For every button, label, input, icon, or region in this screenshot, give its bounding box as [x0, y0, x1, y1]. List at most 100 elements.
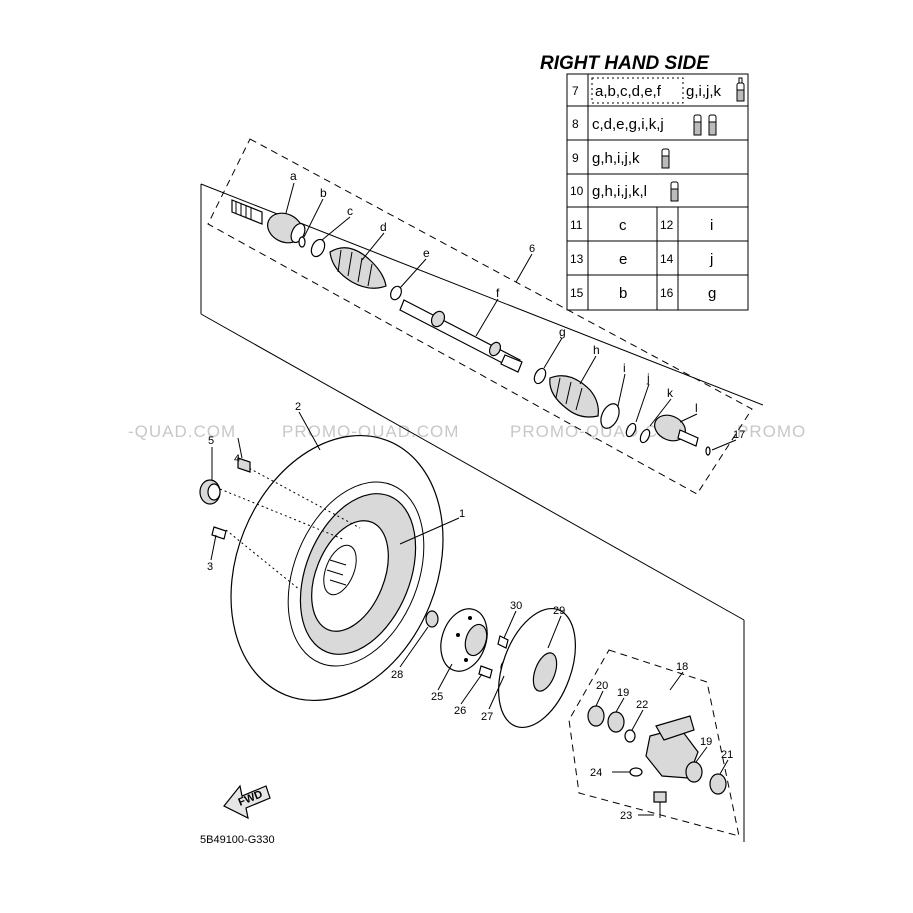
label-i: i — [623, 361, 626, 375]
reference-table: RIGHT HAND SIDE 7 a,b,c,d,e,f g,i,j,k 8 … — [540, 53, 749, 311]
table-row-num: 7 — [572, 84, 579, 98]
hub-25 — [440, 608, 488, 672]
label-b: b — [320, 186, 327, 200]
label-l: l — [695, 401, 698, 415]
table-row-text-2: g,i,j,k — [686, 83, 722, 100]
watermark: -QUAD.COM PROMO-QUAD.COM PROMO-QUAD.COM … — [128, 422, 806, 441]
leader-lines — [210, 182, 737, 816]
spacer-22 — [624, 729, 636, 743]
circlip-k — [639, 428, 651, 444]
drive-shaft-assembly — [231, 199, 711, 456]
callout-26: 26 — [454, 705, 466, 717]
table-row-text: g,h,i,j,k — [592, 150, 640, 167]
callout-19-right: 19 — [700, 736, 712, 748]
axle-shaft-f — [399, 299, 523, 373]
wheel-rim-1 — [299, 493, 417, 655]
bolt-30 — [497, 635, 509, 649]
label-f: f — [496, 286, 500, 300]
boot-band-g — [533, 367, 547, 385]
boot-band-c — [310, 238, 326, 258]
valve-3 — [211, 526, 227, 540]
callout-3: 3 — [207, 561, 213, 573]
circlip-24 — [629, 767, 643, 777]
callout-5: 5 — [208, 435, 214, 447]
callout-25: 25 — [431, 691, 443, 703]
grease-tube-icon — [693, 114, 702, 136]
bearing-group-box — [568, 649, 740, 837]
callout-24: 24 — [590, 767, 602, 779]
callout-18: 18 — [676, 661, 688, 673]
label-j: j — [646, 371, 650, 385]
callout-23: 23 — [620, 810, 632, 822]
bearing-19-right — [685, 761, 703, 783]
table-pair-value: e — [619, 251, 627, 268]
diagram-code: 5B49100-G330 — [200, 834, 275, 846]
bearing-19-left — [607, 711, 625, 733]
watermark-text-2: PROMO-QUAD.COM — [282, 422, 459, 441]
callout-2: 2 — [295, 401, 301, 413]
table-pair-value: j — [709, 251, 713, 268]
callout-22: 22 — [636, 699, 648, 711]
callout-28: 28 — [391, 669, 403, 681]
table-pair-num: 15 — [570, 286, 584, 300]
table-pair-value: i — [710, 217, 713, 234]
watermark-text-4: PROMO — [737, 422, 806, 441]
clip-j — [625, 422, 637, 438]
drive-shaft-group-box — [207, 138, 753, 495]
callout-29: 29 — [553, 605, 565, 617]
label-h: h — [593, 343, 600, 357]
seal-21 — [709, 773, 727, 795]
ball-joint-23 — [653, 791, 667, 818]
boot-band-i — [600, 403, 620, 429]
table-pair-num: 12 — [660, 218, 674, 232]
label-e: e — [423, 246, 430, 260]
table-row-text: a,b,c,d,e,f — [595, 83, 662, 100]
table-row-num: 8 — [572, 117, 579, 131]
bearing-20 — [587, 705, 605, 727]
watermark-text-1: -QUAD.COM — [128, 422, 236, 441]
callout-6: 6 — [529, 243, 535, 255]
grease-tube-icon — [661, 148, 670, 169]
letter-labels: a b c d e f g h i j k l — [290, 169, 698, 415]
callout-19-left: 19 — [617, 687, 629, 699]
label-g: g — [559, 325, 566, 339]
table-row-highlight — [591, 77, 684, 104]
hub-28 — [425, 610, 439, 628]
grease-tube-icon — [708, 114, 717, 136]
table-row-text: c,d,e,g,i,k,j — [592, 116, 664, 133]
wheel-assembly — [219, 434, 444, 702]
table-pair-value: c — [619, 217, 627, 234]
callout-1: 1 — [459, 508, 465, 520]
callout-27: 27 — [481, 711, 493, 723]
label-k: k — [667, 386, 674, 400]
table-row-num: 10 — [570, 184, 584, 198]
boot-d — [329, 247, 387, 289]
clip-17 — [705, 446, 711, 456]
callout-30: 30 — [510, 600, 522, 612]
cv-joint-inner-l — [654, 414, 699, 447]
callout-17: 17 — [733, 429, 745, 441]
grease-tube-icon — [736, 77, 745, 102]
bolt-26 — [478, 665, 493, 679]
wheel-cap-5 — [199, 479, 221, 505]
table-row-text: g,h,i,j,k,l — [592, 183, 647, 200]
table-pair-num: 11 — [570, 218, 583, 232]
table-pair-num: 14 — [660, 252, 674, 266]
table-pair-num: 13 — [570, 252, 584, 266]
forward-arrow-icon: FWD — [223, 784, 271, 820]
table-row-num: 9 — [572, 151, 579, 165]
table-pair-value: g — [708, 285, 716, 302]
callout-4: 4 — [234, 453, 240, 465]
part-callouts: 6 17 2 1 5 4 3 28 25 26 27 30 29 18 20 1… — [207, 243, 745, 822]
callout-21: 21 — [721, 749, 733, 761]
brake-disc-29 — [498, 607, 576, 729]
label-d: d — [380, 220, 387, 234]
cv-joint-outer-a — [231, 199, 306, 244]
label-a: a — [290, 169, 297, 183]
callout-20: 20 — [596, 680, 608, 692]
table-title: RIGHT HAND SIDE — [540, 53, 710, 74]
table-pair-num: 16 — [660, 286, 674, 300]
label-c: c — [347, 204, 353, 218]
wheel-nut-4 — [237, 457, 251, 473]
